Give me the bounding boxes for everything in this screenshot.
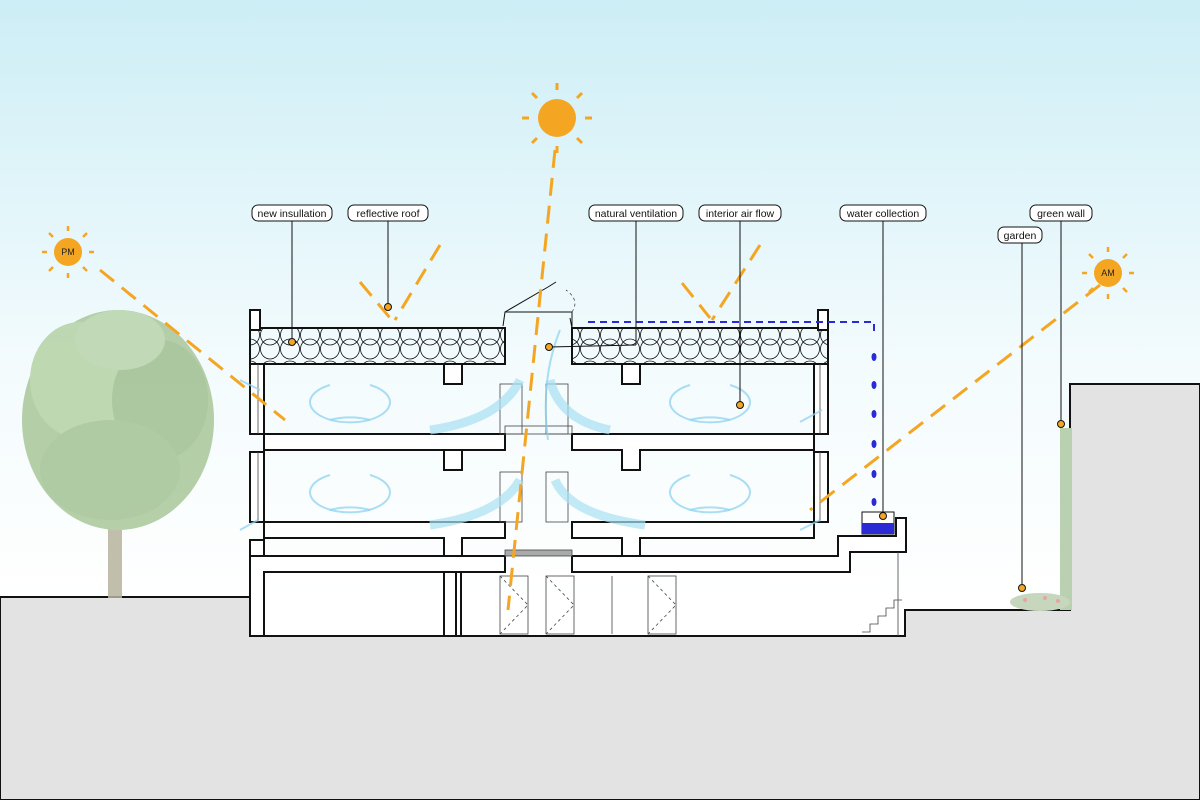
sun-pm-icon: PM bbox=[42, 226, 94, 278]
air-flow bbox=[239, 329, 823, 531]
tree bbox=[22, 310, 214, 598]
svg-text:water collection: water collection bbox=[846, 208, 920, 220]
sun-rays bbox=[99, 149, 1101, 611]
label-natural-ventilation: natural ventilation bbox=[588, 204, 684, 222]
sky bbox=[0, 0, 1200, 600]
svg-text:natural ventilation: natural ventilation bbox=[595, 208, 677, 220]
rain-collection bbox=[588, 321, 877, 506]
green-wall bbox=[1060, 428, 1072, 610]
sun-am-icon: AM bbox=[1082, 247, 1134, 299]
sun-pm-label: PM bbox=[61, 247, 75, 257]
svg-text:interior air flow: interior air flow bbox=[706, 208, 775, 220]
label-reflective-roof: reflective roof bbox=[347, 204, 429, 222]
label-garden: garden bbox=[997, 226, 1043, 244]
svg-text:green wall: green wall bbox=[1037, 208, 1085, 220]
sun-noon-icon bbox=[522, 83, 592, 153]
garden-plants bbox=[1010, 593, 1070, 611]
svg-text:reflective roof: reflective roof bbox=[356, 208, 419, 220]
svg-text:new insullation: new insullation bbox=[258, 208, 327, 220]
callout-dots bbox=[288, 303, 1065, 592]
callout-leaders bbox=[291, 221, 1062, 588]
label-water-collection: water collection bbox=[839, 204, 927, 222]
label-new-insulation: new insullation bbox=[251, 204, 333, 222]
svg-text:garden: garden bbox=[1004, 230, 1037, 242]
label-green-wall: green wall bbox=[1029, 204, 1093, 222]
building-section bbox=[249, 281, 907, 637]
label-interior-air-flow: interior air flow bbox=[698, 204, 782, 222]
sun-am-label: AM bbox=[1101, 268, 1115, 278]
